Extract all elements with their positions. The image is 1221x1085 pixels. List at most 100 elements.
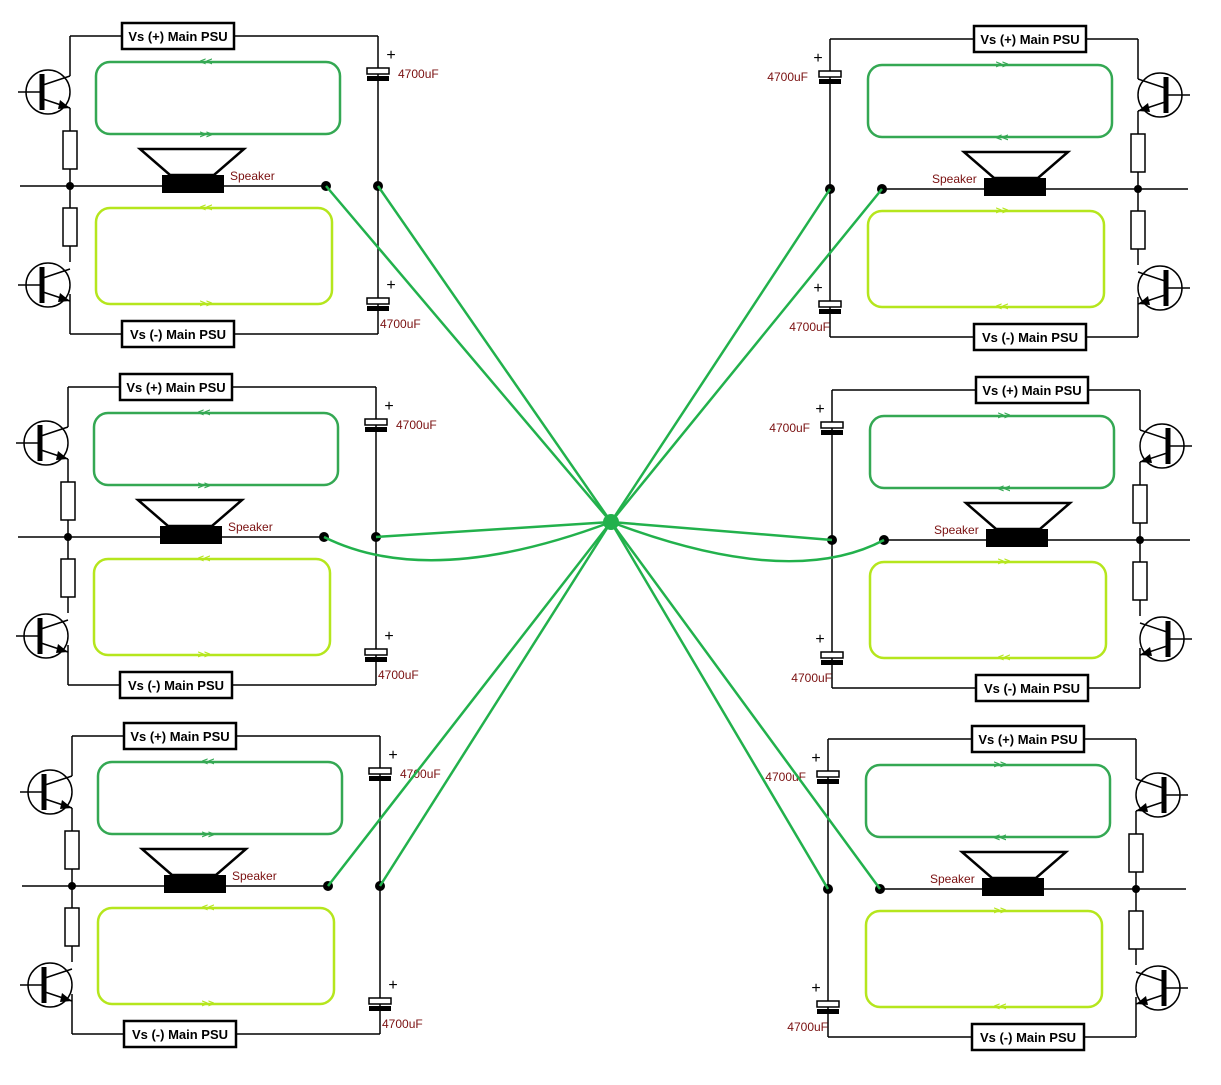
capacitor-plus: + [388,747,397,764]
ground-wire [609,521,882,890]
loop-arrow: >> [202,998,215,1010]
resistor [1132,561,1148,601]
ground-wire [323,520,612,562]
star-ground-point [603,514,619,530]
psu-positive-box-label: Vs (+) Main PSU [128,29,227,44]
speaker-magnet [160,526,222,544]
capacitor-plus: + [815,631,824,648]
loop-arrow: << [202,756,215,768]
resistor [1130,133,1146,173]
speaker-magnet [986,529,1048,547]
capacitor-plate-plus [366,67,390,75]
capacitor-plate-minus [821,430,843,435]
loop-arrow: << [198,407,211,419]
psu-positive-box-label: Vs (+) Main PSU [130,729,229,744]
ground-wire [610,188,883,523]
capacitor-plate-minus [367,306,389,311]
current-loop-bottom [864,909,1104,1009]
resistor [64,907,80,947]
loop-arrow: << [200,56,213,68]
speaker-cone [138,847,250,877]
current-loop-bottom [866,209,1106,309]
psu-positive-box [974,375,1090,405]
capacitor-value-label: 4700uF [787,1020,828,1034]
transistor-collector [1137,78,1166,89]
transistor-arrow [58,100,70,109]
ground-wire [327,521,612,887]
capacitor-plate-plus [368,997,392,1005]
transistor-collector [42,75,71,86]
capacitor-value-label: 4700uF [767,70,808,84]
speaker-label: Speaker [930,872,975,886]
transistor-arrow [1138,296,1150,305]
ground-wire [609,521,830,890]
capacitor-plate-plus [368,767,392,775]
resistor [64,830,80,870]
psu-negative-box-label: Vs (-) Main PSU [982,330,1078,345]
capacitor-plate-minus [817,779,839,784]
psu-positive-box [970,724,1086,754]
resistor [62,130,78,170]
psu-negative-box [972,322,1088,352]
capacitor-plate-minus [365,657,387,662]
star-ground-wiring [323,185,885,890]
loop-arrow: << [198,553,211,565]
speaker-label: Speaker [228,520,273,534]
psu-negative-box-label: Vs (-) Main PSU [984,681,1080,696]
capacitor-plate-plus [816,770,840,778]
psu-negative-box-label: Vs (-) Main PSU [132,1027,228,1042]
transistor-collector [1139,622,1168,633]
capacitor-plus: + [815,401,824,418]
ground-wire [376,185,613,523]
current-loop-top [866,63,1114,139]
capacitor-plus: + [811,750,820,767]
capacitor-plate-plus [818,70,842,78]
psu-negative-box [118,670,234,700]
current-loop-bottom [868,560,1108,660]
resistor [1132,484,1148,524]
transistor-arrow [56,451,68,460]
loop-arrow: >> [994,759,1007,771]
transistor-collector [40,426,69,437]
capacitor-plate-plus [820,651,844,659]
resistor [60,481,76,521]
capacitor-plate-plus [364,418,388,426]
transistor-arrow [1140,454,1152,463]
psu-negative-box-label: Vs (-) Main PSU [980,1030,1076,1045]
psu-positive-box-label: Vs (+) Main PSU [978,732,1077,747]
loop-arrow: >> [998,410,1011,422]
loop-arrow: << [200,202,213,214]
capacitor-value-label: 4700uF [378,668,419,682]
transistor-collector [44,968,73,979]
capacitor-value-label: 4700uF [380,317,421,331]
psu-positive-box [120,21,236,51]
capacitor-plate-minus [817,1009,839,1014]
loop-arrow: << [994,1001,1007,1013]
speaker-cone [962,501,1074,531]
capacitor-plate-minus [819,309,841,314]
junction-dot [64,533,72,541]
ground-wire [609,188,832,523]
capacitor-plate-minus [365,427,387,432]
transistor-collector [1139,429,1168,440]
resistor [1128,910,1144,950]
ground-wire [610,520,885,563]
loop-arrow: >> [202,829,215,841]
transistor-arrow [60,993,72,1002]
capacitor-plus: + [384,398,393,415]
capacitor-plate-minus [821,660,843,665]
capacitor-value-label: 4700uF [382,1017,423,1031]
psu-positive-box-label: Vs (+) Main PSU [126,380,225,395]
junction-dot [66,182,74,190]
capacitor-plus: + [813,280,822,297]
ground-wire [375,520,612,539]
speaker-magnet [162,175,224,193]
transistor-arrow [1140,647,1152,656]
speaker-label: Speaker [934,523,979,537]
transistor-arrow [1136,803,1148,812]
psu-positive-box-label: Vs (+) Main PSU [982,383,1081,398]
psu-negative-box [122,1019,238,1049]
